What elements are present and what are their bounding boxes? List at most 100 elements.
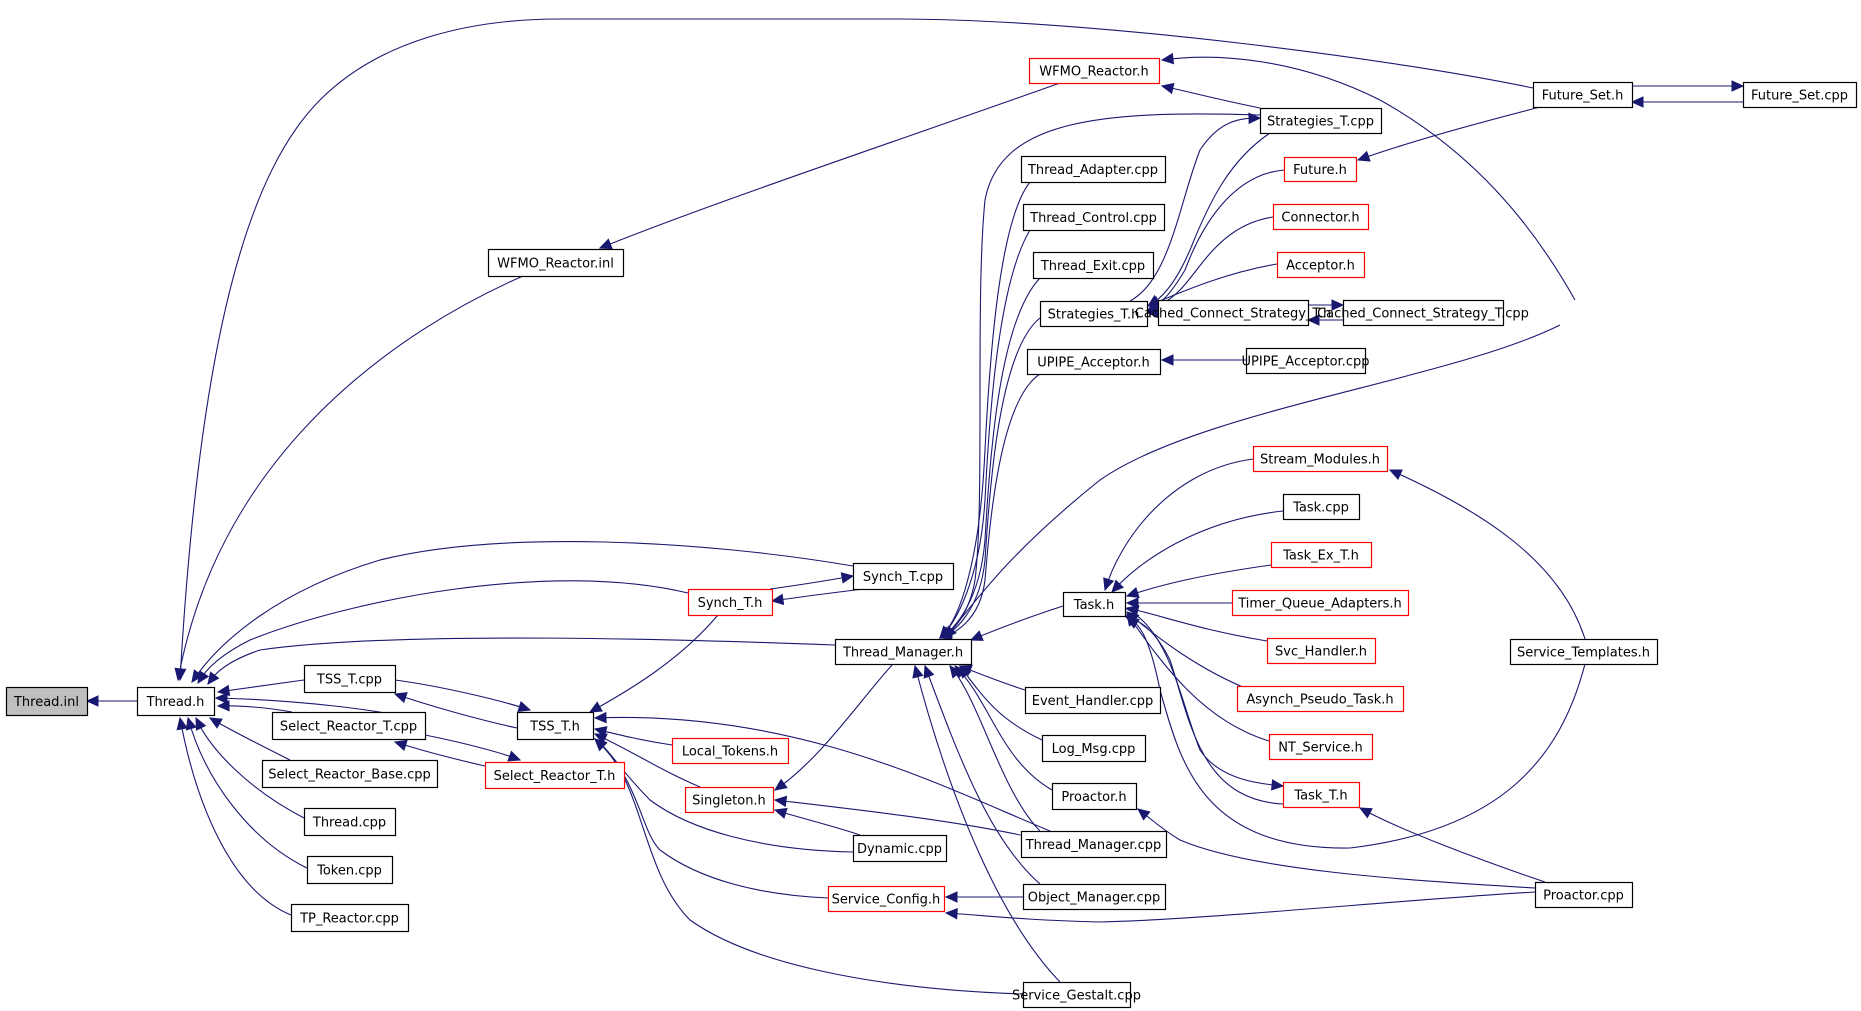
edge-line bbox=[924, 665, 1041, 885]
node-box bbox=[516, 711, 595, 741]
node-tss-t-cpp[interactable]: TSS_T.cpp bbox=[303, 664, 397, 694]
node-task-cpp[interactable]: Task.cpp bbox=[1282, 493, 1361, 521]
edge-tss-t-h-to-tss-t-cpp bbox=[393, 692, 518, 729]
edge-service-templates-h-to-task-h bbox=[1125, 617, 1586, 849]
node-cached-connect-strategy-t-cpp[interactable]: Cached_Connect_Strategy_T.cpp bbox=[1317, 299, 1529, 327]
edge-line bbox=[394, 693, 518, 729]
arrowhead-icon bbox=[85, 695, 99, 707]
node-timer-queue-adapters-h[interactable]: Timer_Queue_Adapters.h bbox=[1231, 589, 1410, 617]
node-thread-manager-cpp[interactable]: Thread_Manager.cpp bbox=[1020, 830, 1168, 859]
node-select-reactor-base-cpp[interactable]: Select_Reactor_Base.cpp bbox=[261, 759, 439, 789]
node-label: TSS_T.cpp bbox=[316, 673, 382, 688]
node-synch-t-h[interactable]: Synch_T.h bbox=[687, 588, 774, 617]
node-object-manager-cpp[interactable]: Object_Manager.cpp bbox=[1022, 883, 1167, 911]
arrowhead-icon bbox=[1160, 82, 1175, 95]
node-select-reactor-t-h[interactable]: Select_Reactor_T.h bbox=[484, 761, 626, 790]
node-tss-t-h[interactable]: TSS_T.h bbox=[516, 711, 595, 741]
node-future-set-h[interactable]: Future_Set.h bbox=[1532, 81, 1634, 109]
node-thread-adapter-cpp[interactable]: Thread_Adapter.cpp bbox=[1020, 155, 1167, 184]
node-stream-modules-h[interactable]: Stream_Modules.h bbox=[1252, 445, 1389, 473]
node-label: Future_Set.cpp bbox=[1751, 89, 1848, 104]
node-thread-h[interactable]: Thread.h bbox=[136, 686, 216, 717]
node-dynamic-cpp[interactable]: Dynamic.cpp bbox=[852, 834, 948, 863]
node-service-gestalt-cpp[interactable]: Service_Gestalt.cpp bbox=[1012, 981, 1141, 1009]
edge-line bbox=[589, 614, 719, 713]
node-task-t-h[interactable]: Task_T.h bbox=[1282, 781, 1361, 809]
node-box bbox=[1509, 638, 1659, 666]
node-thread-cpp[interactable]: Thread.cpp bbox=[303, 807, 397, 837]
edge-cached-connect-strategy-t-cpp-to-wfmo-reactor-h bbox=[1160, 52, 1576, 301]
edge-line bbox=[774, 663, 894, 791]
edge-thread-cpp-to-thread-h bbox=[195, 716, 305, 819]
node-box bbox=[5, 686, 89, 717]
node-wfmo-reactor-h[interactable]: WFMO_Reactor.h bbox=[1028, 57, 1161, 85]
node-cached-connect-strategy-t-h[interactable]: Cached_Connect_Strategy_T.h bbox=[1135, 299, 1331, 327]
node-synch-t-cpp[interactable]: Synch_T.cpp bbox=[852, 562, 955, 591]
edge-future-set-cpp-to-future-set-h bbox=[1630, 96, 1743, 108]
edge-line bbox=[939, 181, 1031, 639]
node-upipe-acceptor-cpp[interactable]: UPIPE_Acceptor.cpp bbox=[1242, 347, 1370, 375]
node-select-reactor-t-cpp[interactable]: Select_Reactor_T.cpp bbox=[271, 711, 427, 741]
node-label: TP_Reactor.cpp bbox=[299, 912, 399, 927]
node-proactor-h[interactable]: Proactor.h bbox=[1051, 782, 1138, 811]
node-box bbox=[687, 588, 774, 617]
node-label: Select_Reactor_Base.cpp bbox=[268, 768, 431, 783]
node-service-templates-h[interactable]: Service_Templates.h bbox=[1509, 638, 1659, 666]
edge-line bbox=[424, 734, 521, 761]
edge-future-set-h-to-future-h bbox=[1356, 106, 1541, 162]
arrowhead-icon bbox=[593, 733, 608, 745]
edge-synch-t-h-to-thread-h bbox=[197, 580, 689, 685]
node-future-set-cpp[interactable]: Future_Set.cpp bbox=[1742, 81, 1858, 109]
edge-line bbox=[207, 637, 836, 685]
edge-line bbox=[394, 679, 531, 711]
node-strategies-t-cpp[interactable]: Strategies_T.cpp bbox=[1259, 107, 1383, 135]
node-strategies-t-h[interactable]: Strategies_T.h bbox=[1039, 300, 1149, 328]
node-nt-service-h[interactable]: NT_Service.h bbox=[1268, 733, 1374, 761]
edge-synch-t-h-to-synch-t-cpp bbox=[769, 572, 855, 590]
node-box bbox=[136, 686, 216, 717]
node-upipe-acceptor-h[interactable]: UPIPE_Acceptor.h bbox=[1026, 348, 1162, 376]
node-box bbox=[1026, 348, 1162, 376]
node-thread-manager-h[interactable]: Thread_Manager.h bbox=[834, 638, 973, 666]
node-local-tokens-h[interactable]: Local_Tokens.h bbox=[671, 737, 790, 765]
node-proactor-cpp[interactable]: Proactor.cpp bbox=[1534, 881, 1634, 909]
edge-line bbox=[939, 373, 1041, 639]
edge-line bbox=[1357, 106, 1541, 161]
edge-select-reactor-t-h-to-select-reactor-t-cpp bbox=[393, 739, 486, 767]
node-future-h[interactable]: Future.h bbox=[1283, 156, 1358, 183]
node-thread-control-cpp[interactable]: Thread_Control.cpp bbox=[1022, 203, 1166, 232]
node-label: Cached_Connect_Strategy_T.cpp bbox=[1317, 307, 1529, 322]
edge-line bbox=[1161, 56, 1576, 301]
node-box bbox=[271, 711, 427, 741]
node-singleton-h[interactable]: Singleton.h bbox=[684, 786, 775, 814]
node-asynch-pseudo-task-h[interactable]: Asynch_Pseudo_Task.h bbox=[1236, 685, 1405, 713]
node-wfmo-reactor-inl[interactable]: WFMO_Reactor.inl bbox=[487, 248, 625, 278]
edge-line bbox=[197, 580, 689, 684]
node-label: Synch_T.cpp bbox=[863, 570, 943, 585]
edge-cached-connect-strategy-t-cpp-to-cached-connect-strategy-t-h bbox=[1306, 314, 1343, 326]
node-label: Thread_Manager.h bbox=[842, 646, 963, 661]
node-box bbox=[1270, 541, 1373, 569]
node-service-config-h[interactable]: Service_Config.h bbox=[827, 885, 946, 913]
node-task-h[interactable]: Task.h bbox=[1062, 591, 1127, 618]
edge-line bbox=[1147, 263, 1278, 307]
node-connector-h[interactable]: Connector.h bbox=[1272, 203, 1370, 231]
arrowhead-icon bbox=[1111, 579, 1125, 593]
node-label: UPIPE_Acceptor.cpp bbox=[1242, 355, 1370, 370]
node-event-handler-cpp[interactable]: Event_Handler.cpp bbox=[1024, 686, 1162, 715]
edge-select-reactor-base-cpp-to-thread-h bbox=[208, 717, 291, 761]
node-tp-reactor-cpp[interactable]: TP_Reactor.cpp bbox=[290, 903, 410, 933]
arrowhead-icon bbox=[1306, 314, 1320, 326]
node-label: Local_Tokens.h bbox=[682, 745, 778, 760]
node-log-msg-cpp[interactable]: Log_Msg.cpp bbox=[1041, 734, 1147, 763]
arrowhead-icon bbox=[912, 664, 924, 679]
node-thread-inl: Thread.inl bbox=[5, 686, 89, 717]
node-acceptor-h[interactable]: Acceptor.h bbox=[1276, 251, 1366, 279]
node-token-cpp[interactable]: Token.cpp bbox=[306, 855, 394, 885]
edge-line bbox=[1126, 613, 1270, 742]
node-label: Proactor.h bbox=[1061, 790, 1126, 805]
node-svc-handler-h[interactable]: Svc_Handler.h bbox=[1266, 637, 1377, 665]
node-task-ex-t-h[interactable]: Task_Ex_T.h bbox=[1270, 541, 1373, 569]
edge-line bbox=[1129, 117, 1261, 302]
node-thread-exit-cpp[interactable]: Thread_Exit.cpp bbox=[1032, 251, 1155, 280]
